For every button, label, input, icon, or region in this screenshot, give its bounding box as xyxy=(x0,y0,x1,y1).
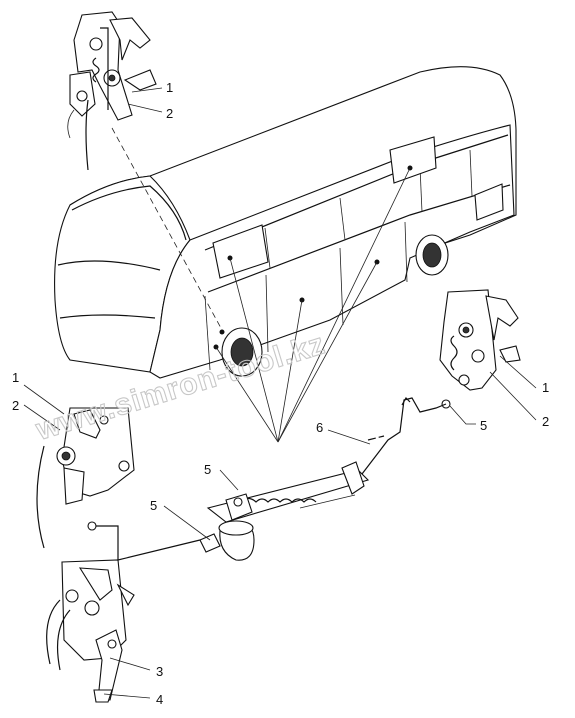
callout-5-left: 5 xyxy=(150,498,157,513)
callout-5-right: 5 xyxy=(480,418,487,433)
bus-leader-lines xyxy=(111,127,411,443)
right-lock-assembly xyxy=(439,289,521,409)
callout-2-top: 2 xyxy=(166,106,173,121)
linkage-rods xyxy=(96,397,447,561)
callout-4: 4 xyxy=(156,692,163,707)
callout-2-left: 2 xyxy=(12,398,19,413)
callout-6: 6 xyxy=(316,420,323,435)
callout-2-right: 2 xyxy=(542,414,549,429)
callout-5-center: 5 xyxy=(204,462,211,477)
central-actuator-assembly xyxy=(199,461,370,561)
callout-1-right: 1 xyxy=(542,380,549,395)
callout-labels: 1 2 1 2 1 2 5 5 5 6 3 4 xyxy=(12,80,549,707)
bus-illustration xyxy=(54,66,517,379)
callout-3: 3 xyxy=(156,664,163,679)
top-lock-assembly xyxy=(67,11,157,171)
lower-lock-assembly xyxy=(46,559,135,703)
callout-1-left: 1 xyxy=(12,370,19,385)
callout-1-top: 1 xyxy=(166,80,173,95)
callout-leaders xyxy=(23,87,537,699)
left-lock-assembly xyxy=(36,407,135,549)
